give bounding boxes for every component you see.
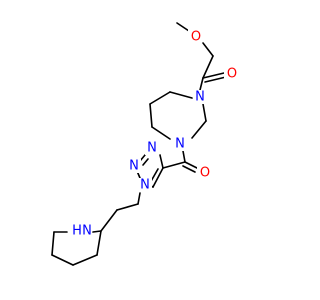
atom-n-triazole-2: N (129, 159, 139, 174)
bond-carbonyl-double-a (202, 72, 225, 79)
bond-pip-3 (72, 254, 98, 266)
atom-o-carbonyl-top: O (227, 67, 237, 82)
bond-ch2-carbonyl (202, 55, 214, 79)
bond-carbonyl-double-b (204, 76, 227, 83)
atom-label-layer: O O N N O N N N N H (68, 29, 238, 239)
bond-triazole-c4-n3 (159, 154, 164, 169)
bond-triazole-n3-n2-inner (142, 158, 149, 166)
bond-ring-6 (202, 103, 207, 122)
bond-amide-double-a (184, 161, 198, 169)
atom-n-piperidine: N (82, 224, 92, 239)
bond-pip-5 (51, 231, 55, 256)
bond-ring-2 (149, 91, 171, 105)
bond-pip-1 (92, 230, 102, 233)
bond-pip-4 (51, 254, 74, 266)
bond-o-ch2 (202, 42, 214, 57)
bond-amide-double-b (182, 165, 196, 173)
bond-n1-ch2 (137, 192, 141, 205)
bond-ch2-piperidine (100, 209, 118, 232)
atom-n-diazepane-bottom: N (175, 137, 185, 152)
atom-n-triazole-3: N (147, 141, 157, 156)
bond-triazole-c4-c5 (152, 167, 164, 188)
atom-n-diazepane-top: N (195, 90, 205, 105)
atom-o-methoxy: O (191, 30, 201, 45)
bond-ring-1 (169, 91, 193, 99)
bond-carbonyl-n (199, 77, 204, 91)
bond-ring-4 (151, 126, 171, 140)
bond-n-amide-carbon (182, 150, 186, 163)
bond-amide-triazole (162, 161, 186, 169)
atom-o-carbonyl-mid: O (200, 166, 210, 181)
atom-h-piperidine: H (72, 224, 82, 239)
atom-n-triazole-1: N (140, 178, 150, 193)
bond-ring-5 (191, 120, 207, 139)
bond-ch2-ch2 (116, 203, 139, 211)
bond-ring-3 (149, 103, 153, 128)
bond-pip-2 (96, 230, 102, 256)
molecule-diagram: O O N N O N N N N H (51, 22, 238, 266)
